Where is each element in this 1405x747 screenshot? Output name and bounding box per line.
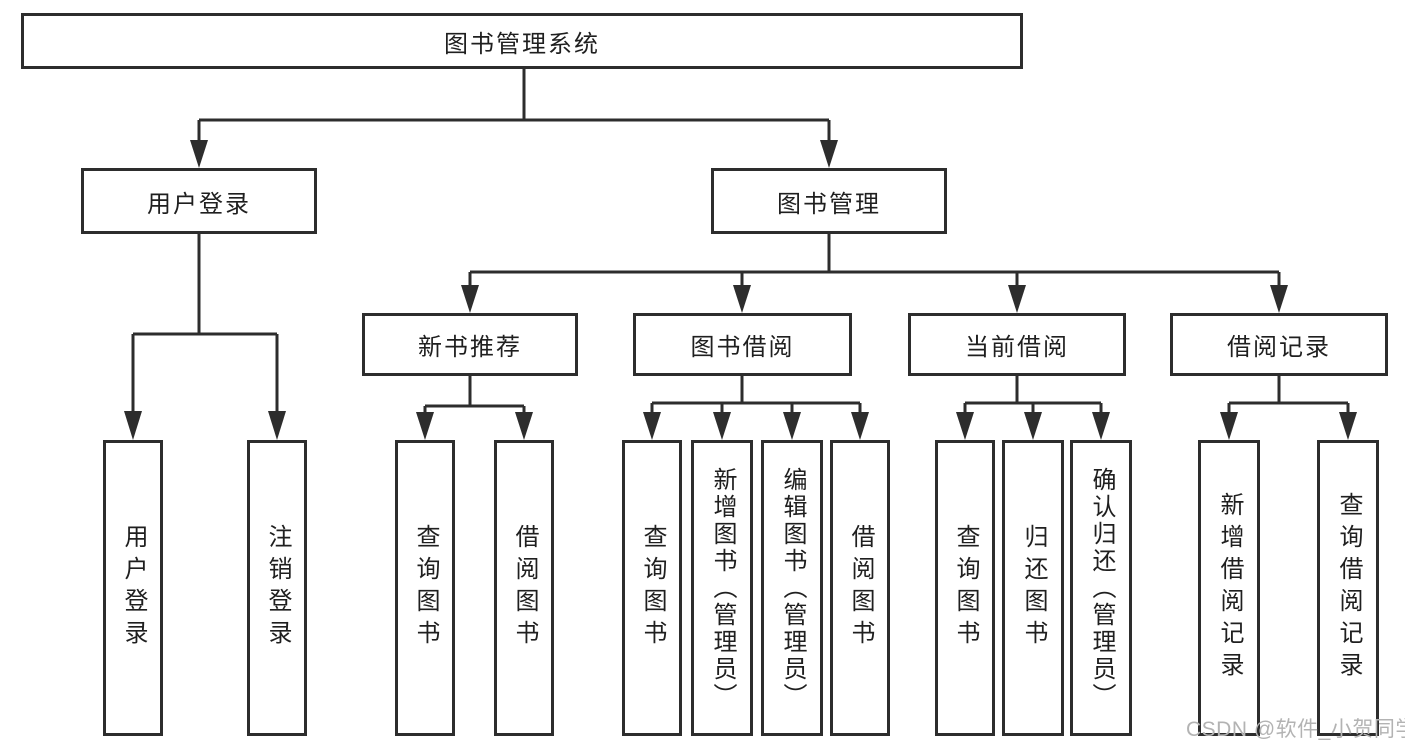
- leaf-query-books: 查询图书: [935, 440, 995, 736]
- node-label: 图书借阅: [690, 334, 795, 361]
- node-label: 图书管理系统: [444, 30, 600, 58]
- leaf-label: 查询借阅记录: [1335, 492, 1362, 684]
- leaf-borrow-books: 借阅图书: [830, 440, 890, 736]
- leaf-query-borrow-record: 查询借阅记录: [1317, 440, 1379, 736]
- leaf-return-books: 归还图书: [1002, 440, 1064, 736]
- node-library-management-system: 图书管理系统: [21, 13, 1023, 69]
- csdn-watermark: CSDN @软件_小贺同学: [1186, 718, 1405, 741]
- node-label: 新书推荐: [418, 334, 522, 361]
- node-label: 图书管理: [777, 190, 881, 218]
- leaf-query-books: 查询图书: [622, 440, 682, 736]
- leaf-add-borrow-record: 新增借阅记录: [1198, 440, 1260, 736]
- leaf-label: 用户登录: [120, 524, 147, 652]
- leaf-label: 新增图书（管理员）: [709, 466, 736, 710]
- leaf-edit-books-admin: 编辑图书（管理员）: [761, 440, 823, 736]
- leaf-borrow-books: 借阅图书: [494, 440, 554, 736]
- node-user-login-branch: 用户登录: [81, 168, 317, 234]
- leaf-logout: 注销登录: [247, 440, 307, 736]
- leaf-label: 编辑图书（管理员）: [779, 466, 806, 710]
- leaf-label: 确认归还（管理员）: [1088, 466, 1115, 710]
- leaf-label: 归还图书: [1020, 524, 1047, 652]
- leaf-label: 借阅图书: [847, 524, 874, 652]
- leaf-label: 注销登录: [264, 524, 291, 652]
- leaf-confirm-return-admin: 确认归还（管理员）: [1070, 440, 1132, 736]
- node-book-borrow: 图书借阅: [633, 313, 852, 376]
- leaf-label: 借阅图书: [511, 524, 538, 652]
- leaf-user-login: 用户登录: [103, 440, 163, 736]
- leaf-label: 查询图书: [639, 524, 666, 652]
- node-current-borrow: 当前借阅: [908, 313, 1126, 376]
- leaf-label: 查询图书: [952, 524, 979, 652]
- node-borrow-record: 借阅记录: [1170, 313, 1388, 376]
- node-label: 当前借阅: [965, 334, 1069, 361]
- node-new-book-recommend: 新书推荐: [362, 313, 578, 376]
- leaf-label: 新增借阅记录: [1216, 492, 1243, 684]
- leaf-label: 查询图书: [412, 524, 439, 652]
- node-book-management-branch: 图书管理: [711, 168, 947, 234]
- node-label: 借阅记录: [1227, 334, 1331, 361]
- leaf-query-books: 查询图书: [395, 440, 455, 736]
- node-label: 用户登录: [147, 190, 251, 218]
- leaf-add-books-admin: 新增图书（管理员）: [691, 440, 753, 736]
